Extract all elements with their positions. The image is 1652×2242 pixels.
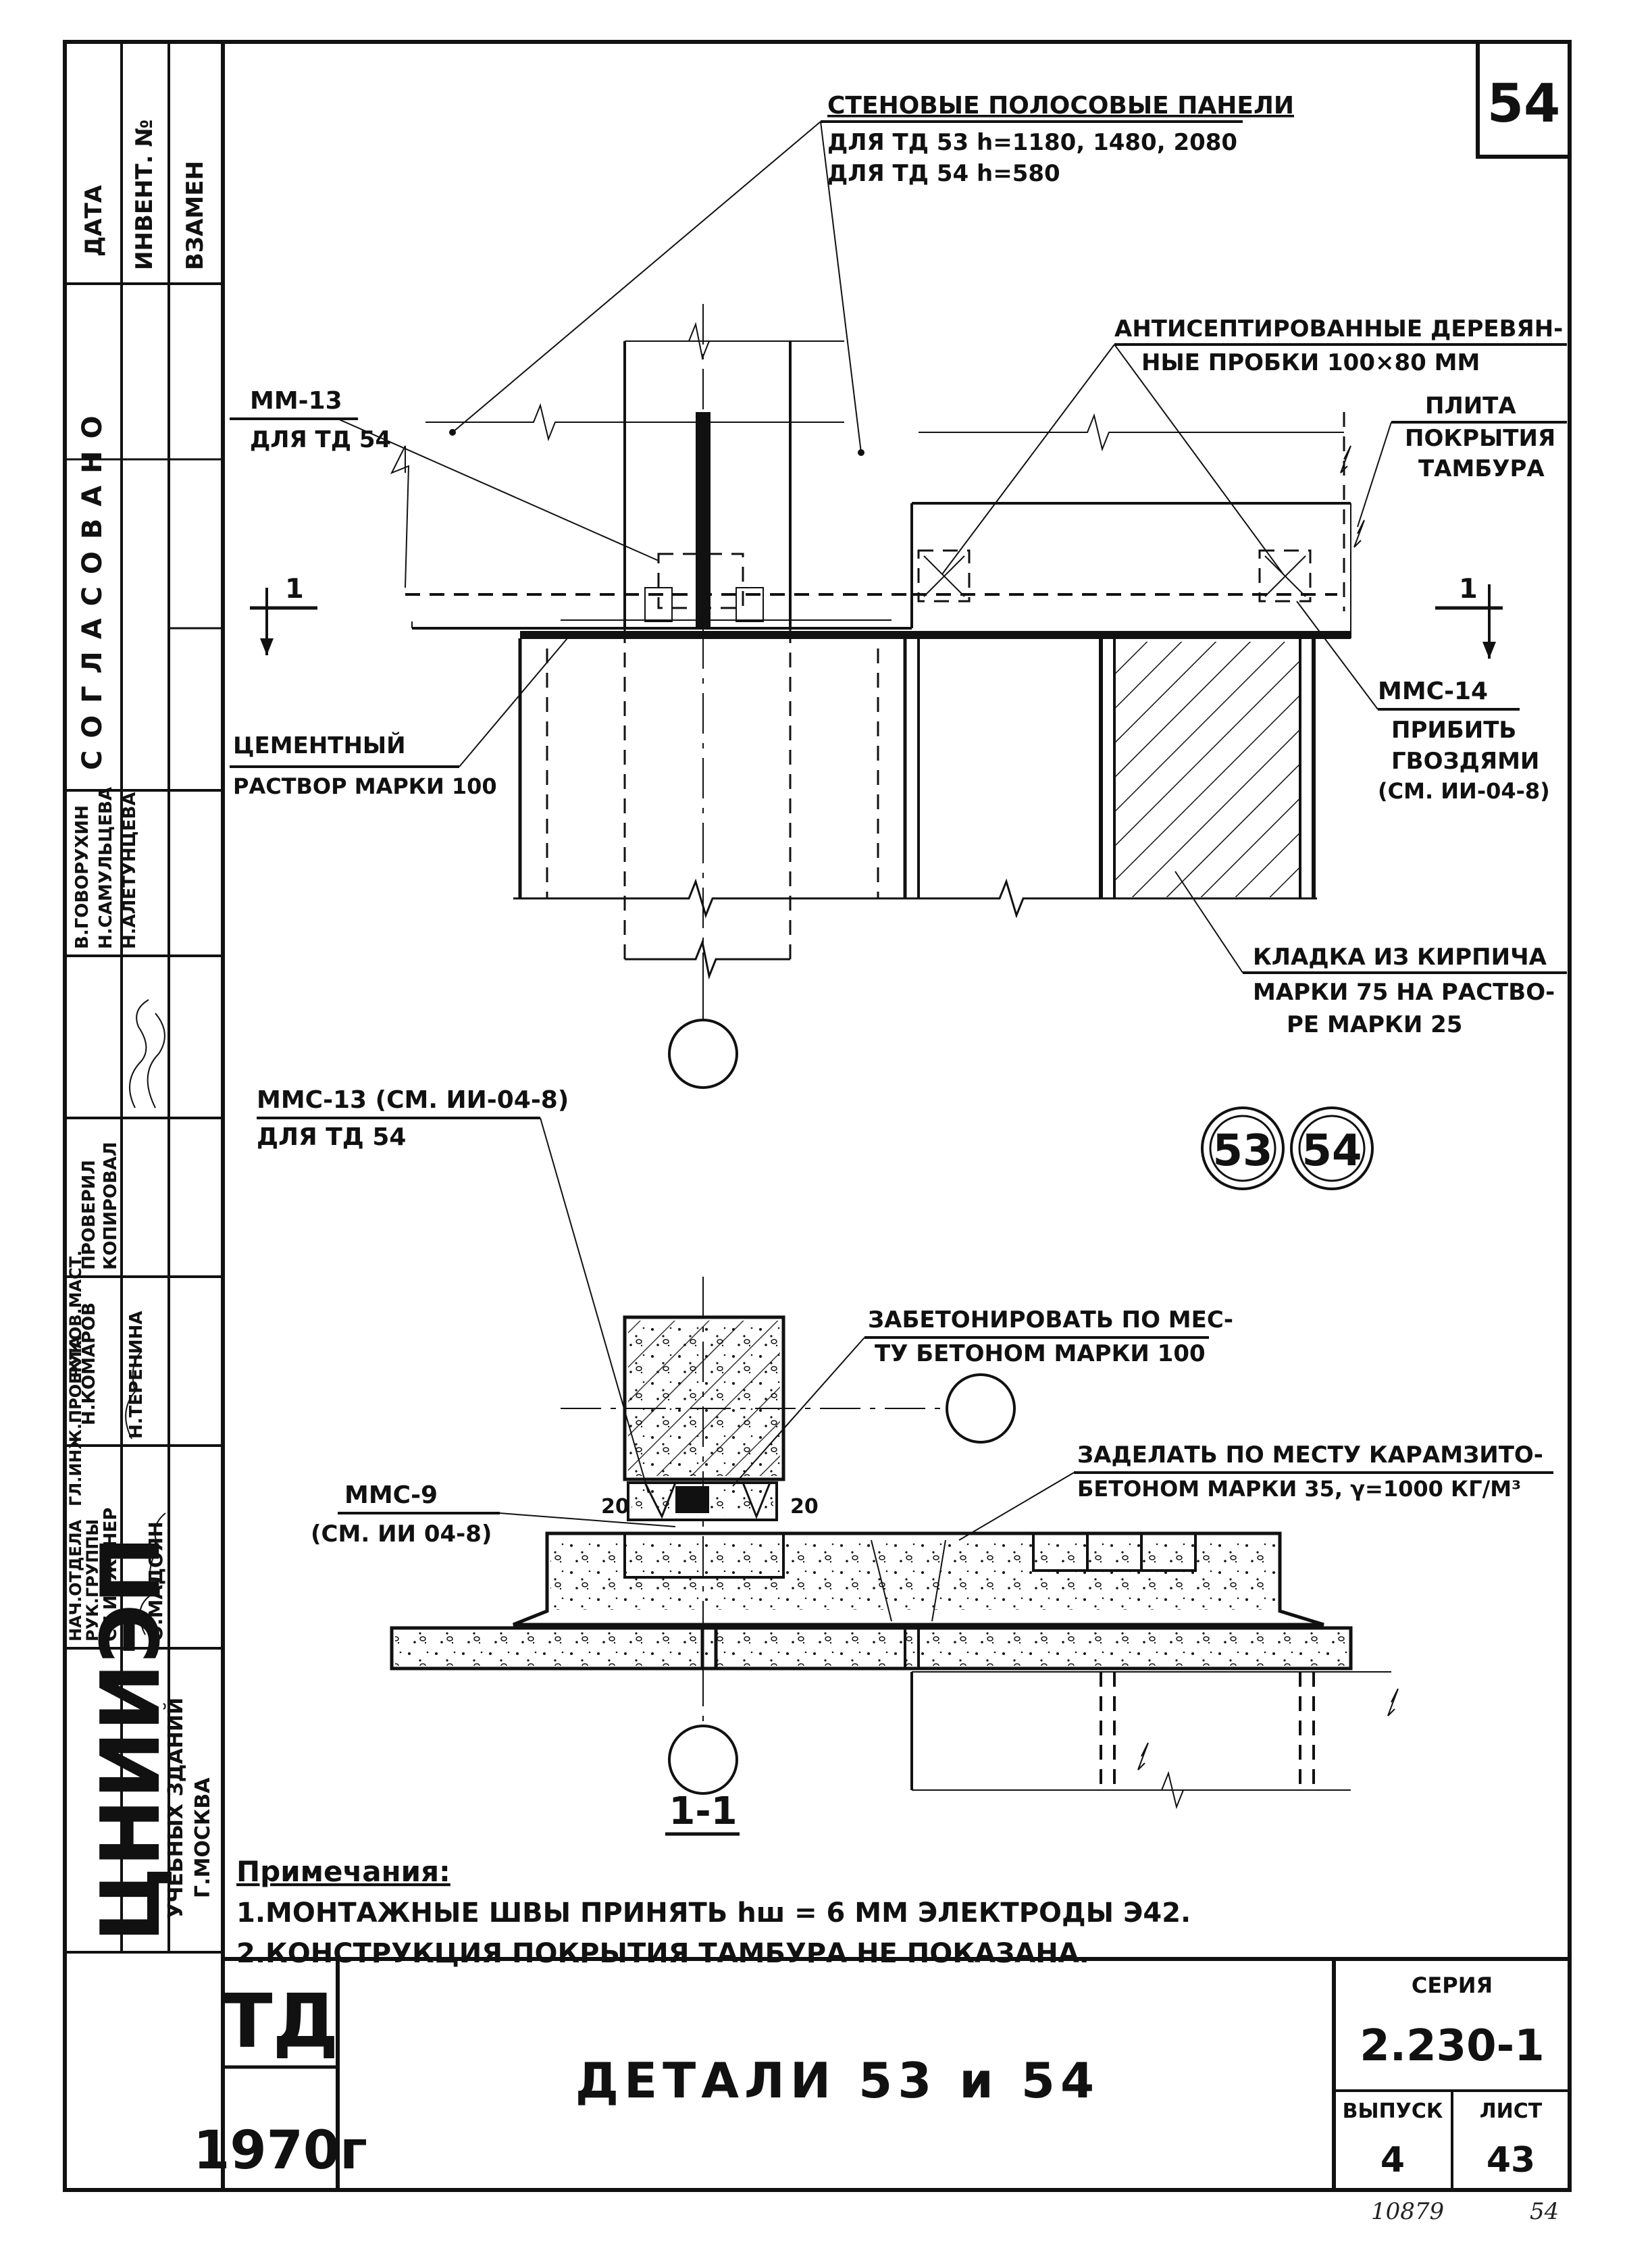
label-slab-1: ПЛИТА [1425,392,1516,419]
notes-title: Примечания: [236,1855,450,1888]
label-nail-2: ГВОЗДЯМИ [1391,748,1539,775]
label-wall-panels-title: СТЕНОВЫЕ ПОЛОСОВЫЕ ПАНЕЛИ [827,92,1294,120]
label-mmc13-td54: ДЛЯ ТД 54 [257,1123,406,1151]
footer-left-code: 10879 [1371,2198,1444,2225]
stamp-role: РУКОВ.МАСТ. [66,1250,85,1378]
leader-lines-upper [230,120,1567,974]
footer-right-code: 54 [1530,2198,1559,2225]
stamp-name: Н.АЛЕТУНЦЕВА [120,792,140,949]
label-brick-2: МАРКИ 75 НА РАСТВО- [1253,979,1555,1006]
section-title: 1-1 [669,1789,737,1833]
section-mark-left: 1 [285,574,304,605]
leader-lines-lower [257,1117,1553,1541]
issue-value: 4 [1380,2140,1405,2181]
org-subtitle: УЧЕБНЫХ ЗДАНИЙ [163,1698,188,1918]
label-concrete-2: ТУ БЕТОНОМ МАРКИ 100 [875,1340,1206,1367]
stamp-name: В.ГОВОРУХИН [72,805,93,949]
label-mortar-2: РАСТВОР МАРКИ 100 [233,773,497,799]
label-mm13: ММ-13 [250,387,342,415]
sheet-number: 54 [1487,74,1561,134]
label-brick-3: РЕ МАРКИ 25 [1287,1011,1462,1038]
left-stamp [65,42,223,1954]
stamp-name: О.МАДОЯН [145,1521,167,1641]
sheet-label: ЛИСТ [1480,2099,1543,2123]
label-concrete-1: ЗАБЕТОНИРОВАТЬ ПО МЕС- [868,1306,1233,1333]
label-mortar-1: ЦЕМЕНТНЫЙ [233,732,406,759]
note-2: 2.КОНСТРУКЦИЯ ПОКРЫТИЯ ТАМБУРА НЕ ПОКАЗА… [236,1938,1089,1969]
stamp-role: СТ.ИНЖЕНЕР [101,1508,121,1641]
detail-mark-54: 54 [1301,1126,1362,1176]
upper-elevation [250,304,1503,1089]
label-plugs-2: НЫЕ ПРОБКИ 100×80 ММ [1141,349,1480,376]
stamp-role: ПРОВЕРИЛ [79,1160,99,1270]
series-value: 2.230-1 [1360,2021,1545,2071]
stamp-inventory: ИНВЕНТ. № [131,120,158,270]
series-label: СЕРИЯ [1412,1972,1493,1998]
label-mmc13: ММС-13 (СМ. ИИ-04-8) [257,1086,569,1114]
stamp-name: Н.САМУЛЬЦЕВА [96,787,116,949]
label-keramzit-2: БЕТОНОМ МАРКИ 35, γ=1000 КГ/М³ [1077,1476,1521,1502]
stamp-name: Н.ТЕРЕНИНА [126,1311,147,1439]
stamp-signatures [125,999,166,1635]
stamp-roles: НАЧ.ОТДЕЛА ГЛ.ИНЖ.ПРОЕКТА РУК.ГРУППЫ СТ.… [66,1142,121,1641]
title-year: 1970г [193,2120,367,2181]
stamp-replaces: ВЗАМЕН [182,161,209,270]
sheet-value: 43 [1487,2140,1535,2181]
stamp-role: КОПИРОВАЛ [101,1142,121,1270]
stamp-role: НАЧ.ОТДЕЛА [66,1519,85,1641]
label-slab-2: ПОКРЫТИЯ [1405,425,1555,452]
stamp-name: Н.КОМАРОВ [79,1302,99,1425]
stamp-date: ДАТА [80,184,107,257]
label-wall-panels-td53: ДЛЯ ТД 53 h=1180, 1480, 2080 [827,129,1237,156]
label-brick-1: КЛАДКА ИЗ КИРПИЧА [1253,944,1547,971]
stamp-role: РУК.ГРУППЫ [83,1519,102,1641]
section-1-1 [390,1277,1399,1836]
stamp-role: ГЛ.ИНЖ.ПРОЕКТА [66,1336,85,1506]
title-code: ТД [222,1978,338,2064]
label-mm13-td54: ДЛЯ ТД 54 [250,426,391,453]
label-nail-3: (СМ. ИИ-04-8) [1378,778,1550,804]
org-city: Г.МОСКВА [191,1777,215,1898]
detail-mark-53: 53 [1212,1126,1272,1176]
label-slab-3: ТАМБУРА [1418,455,1545,482]
label-mmc14: ММС-14 [1378,678,1488,705]
label-mmc9-ref: (СМ. ИИ 04-8) [311,1521,492,1548]
stamp-agreed: С О Г Л А С О В А Н О [77,414,108,770]
issue-label: ВЫПУСК [1343,2099,1443,2123]
label-wall-panels-td54: ДЛЯ ТД 54 h=580 [827,160,1060,187]
title-block [223,1957,1570,2190]
section-mark-right: 1 [1459,574,1478,605]
dim-20-left: 20 [601,1495,629,1519]
drawing-title: ДЕТАЛИ 53 и 54 [575,2052,1100,2109]
label-keramzit-1: ЗАДЕЛАТЬ ПО МЕСТУ КАРАМЗИТО- [1077,1442,1543,1469]
label-nail-1: ПРИБИТЬ [1391,717,1516,744]
detail-marks [1201,1106,1374,1190]
sheet-frame [63,40,1572,2192]
stamp-names: В.ГОВОРУХИН Н.САМУЛЬЦЕВА Н.АЛЕТУНЦЕВА Н.… [72,787,167,1641]
label-mmc9: ММС-9 [344,1481,438,1509]
note-1: 1.МОНТАЖНЫЕ ШВЫ ПРИНЯТЬ hш = 6 ММ ЭЛЕКТР… [236,1897,1191,1929]
label-plugs-1: АНТИСЕПТИРОВАННЫЕ ДЕРЕВЯН- [1114,315,1563,342]
org-logo: ЦНИИЭП [84,1536,178,1942]
dim-20-right: 20 [790,1495,819,1519]
